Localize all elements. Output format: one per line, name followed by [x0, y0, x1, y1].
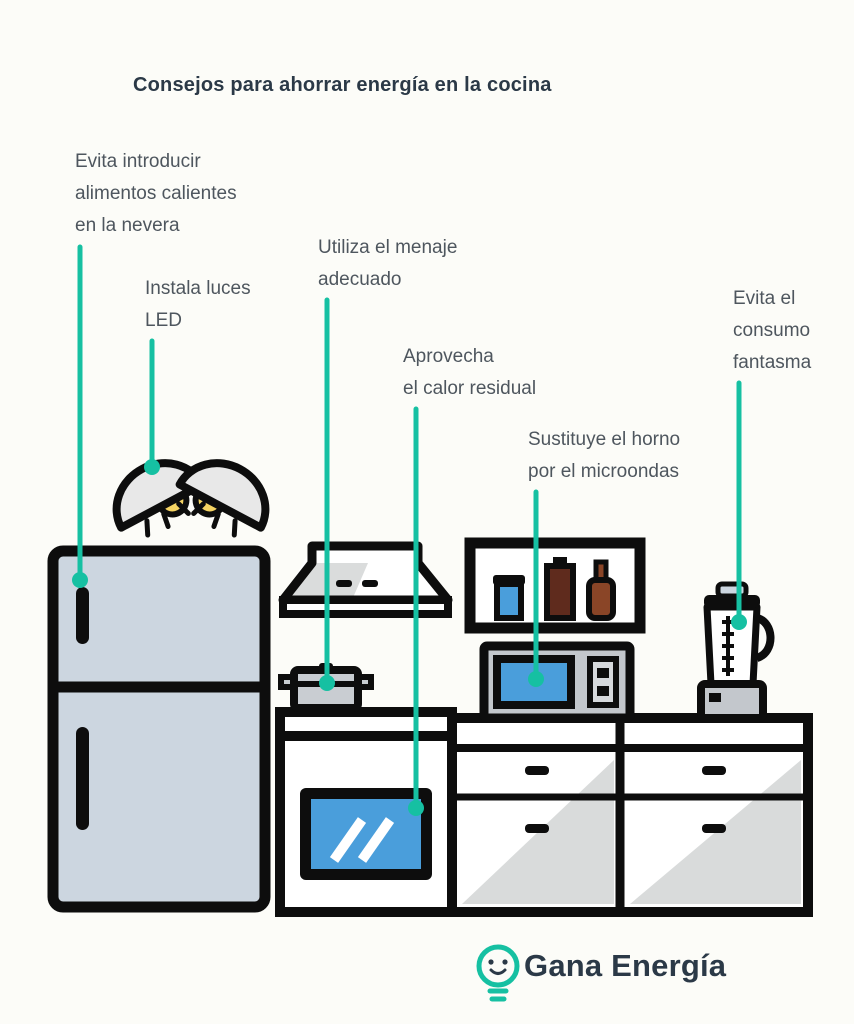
tip-line: alimentos calientes	[75, 183, 237, 204]
connector-cookware	[319, 297, 335, 691]
stove-oven-icon	[275, 707, 457, 917]
tip-line: Utiliza el menaje	[318, 237, 458, 258]
shelf-icon	[464, 537, 646, 634]
tip-line: Sustituye el horno	[528, 429, 681, 450]
tip-fridge-label: Evita introducir alimentos calientes en …	[75, 146, 237, 242]
tip-phantom-load-label: Evita el consumo fantasma	[733, 283, 811, 379]
tip-led-label: Instala luces LED	[145, 273, 251, 337]
tip-line: Evita introducir	[75, 151, 201, 172]
fridge-icon	[47, 545, 271, 913]
connector-fridge	[72, 244, 88, 588]
tip-line: adecuado	[318, 269, 402, 290]
connector-microwave	[528, 489, 544, 687]
tip-line: en la nevera	[75, 215, 180, 236]
page-title: Consejos para ahorrar energía en la coci…	[133, 74, 552, 96]
tip-microwave-label: Sustituye el horno por el microondas	[528, 424, 680, 488]
tip-line: Aprovecha	[403, 346, 494, 367]
logo-text: Gana Energía	[524, 948, 727, 983]
tip-line: Instala luces	[145, 278, 251, 299]
microwave-icon	[479, 641, 635, 723]
connector-residual-heat	[408, 406, 424, 816]
tip-line: consumo	[733, 320, 811, 341]
counter-icon	[447, 713, 813, 917]
tip-line: el calor residual	[403, 378, 537, 399]
range-hood-icon	[278, 541, 453, 618]
led-lights-icon	[112, 459, 270, 538]
tip-line: fantasma	[733, 352, 812, 373]
tip-residual-heat-label: Aprovecha el calor residual	[403, 341, 536, 405]
blender-icon	[697, 581, 775, 722]
tip-line: por el microondas	[528, 461, 680, 482]
lightbulb-logo-icon	[476, 944, 520, 1002]
connector-led	[144, 338, 160, 475]
tip-cookware-label: Utiliza el menaje adecuado	[318, 232, 457, 296]
tip-line: LED	[145, 310, 182, 331]
connector-phantom-load	[731, 380, 747, 630]
tip-line: Evita el	[733, 288, 796, 309]
